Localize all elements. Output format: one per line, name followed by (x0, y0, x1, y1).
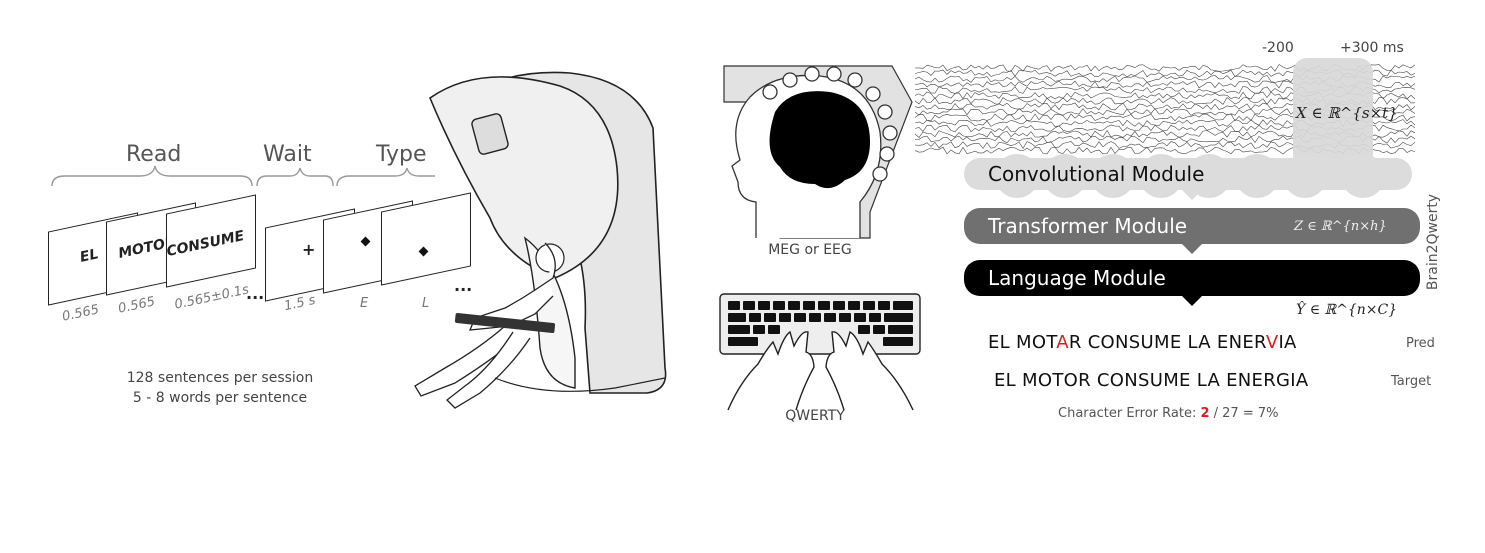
pred-part-1: EL MOT (988, 332, 1057, 353)
pred-part-3: IA (1278, 332, 1297, 353)
transformer-module: Transformer Module Z ∈ ℝ^{n×h} (964, 208, 1420, 244)
pred-part-2: R CONSUME LA ENER (1068, 332, 1266, 353)
transformer-arrow (1182, 244, 1202, 254)
keyboard-hands-illustration (719, 293, 921, 411)
convolutional-module: Convolutional Module (964, 158, 1412, 190)
pred-error-2: V (1265, 332, 1279, 353)
ellipsis-read: ... (246, 284, 265, 303)
language-arrow (1182, 296, 1202, 306)
timing-word-2: 0.565 (116, 294, 157, 317)
pred-error-1: A (1056, 332, 1069, 353)
cer-prefix: Character Error Rate: (1058, 406, 1201, 421)
pred-tag: Pred (1406, 336, 1435, 351)
phase-read-label: Read (126, 142, 182, 167)
typed-letter-2: L (422, 296, 430, 311)
cer-suffix: / 27 = 7% (1209, 406, 1279, 421)
phase-type-label: Type (376, 142, 427, 167)
meg-scanner-illustration (414, 71, 667, 409)
recording-modality-label: MEG or EEG (768, 242, 852, 258)
language-module: Language Module (964, 260, 1420, 296)
model-name-label: Brain2Qwerty (1425, 193, 1441, 291)
target-tag: Target (1391, 374, 1432, 389)
input-math: X ∈ ℝ^{s×t} (1296, 104, 1398, 122)
timing-word-1: 0.565 (60, 302, 101, 325)
session-caption-1: 128 sentences per session (126, 370, 314, 386)
head-sensor-illustration (723, 65, 913, 239)
fixation-cross: + (302, 240, 316, 259)
output-math: Ŷ ∈ ℝ^{n×C} (1296, 302, 1398, 318)
cer-errors: 2 (1200, 406, 1210, 421)
language-module-label: Language Module (988, 266, 1166, 290)
time-end-label: +300 ms (1340, 40, 1404, 56)
transformer-math: Z ∈ ℝ^{n×h} (1294, 218, 1387, 234)
timing-word-3: 0.565±0.1s (173, 282, 251, 313)
target-sentence: EL MOTOR CONSUME LA ENERGIA (994, 370, 1309, 391)
typed-letter-1: E (360, 296, 369, 311)
transformer-module-label: Transformer Module (988, 214, 1188, 238)
conv-arrow (1182, 190, 1202, 200)
keyboard-label: QWERTY (785, 408, 845, 424)
phase-wait-label: Wait (263, 142, 312, 167)
phase-brackets (51, 165, 435, 187)
cer-line: Character Error Rate: 2 / 27 = 7% (1058, 406, 1278, 421)
convolutional-module-label: Convolutional Module (988, 162, 1205, 186)
ellipsis-type: ... (454, 276, 473, 295)
time-start-label: -200 (1262, 40, 1294, 56)
session-caption-2: 5 - 8 words per sentence (132, 390, 308, 406)
predicted-sentence: EL MOTAR CONSUME LA ENERVIA (988, 332, 1297, 353)
